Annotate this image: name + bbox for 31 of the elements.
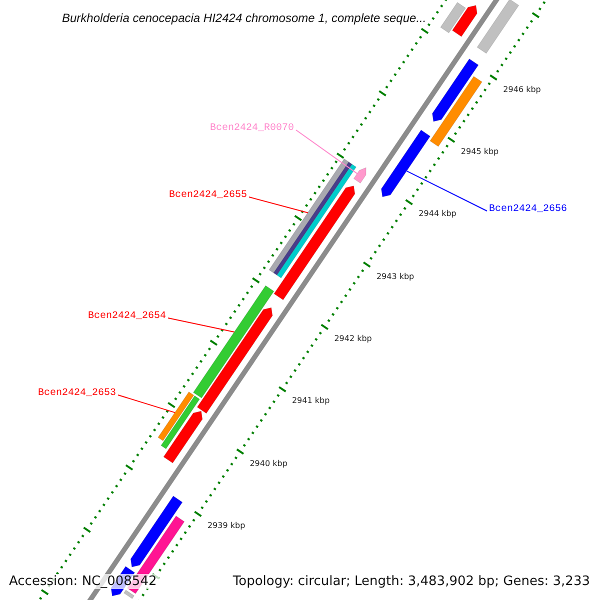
gene-bar [440,2,466,34]
gene-label: Bcen2424_2656 [489,204,568,216]
gene-bar [163,410,203,464]
tick-label: 2942 kbp [334,334,372,344]
tick-label: 2943 kbp [376,272,414,282]
tick-label: 2946 kbp [503,84,541,95]
accession-text: Accession: NC_008542 [7,574,159,589]
gene-bar [268,158,356,278]
gene-bar [196,307,273,414]
gene-bar [158,392,200,450]
gene-label: Bcen2424_R0070 [210,123,294,135]
gene-bar [430,76,482,147]
gene-label: Bcen2424_2655 [169,190,248,202]
tick-label: 2940 kbp [250,458,288,469]
gene-label: Bcen2424_2654 [88,311,166,323]
gene-label: Bcen2424_2653 [38,388,116,400]
tick-label: 2939 kbp [207,521,246,532]
gene-bar [193,285,274,398]
leader-line [296,130,358,174]
leader-line [406,170,488,212]
gene-bar [274,186,356,300]
topology-text: Topology: circular; Length: 3,483,902 bp; Genes: 3,233 [230,574,592,589]
tick-label: 2941 kbp [292,396,330,406]
gene-bar [381,130,430,198]
leader-line [168,318,235,332]
gene-bar [432,58,479,122]
map-title: Burkholderia cenocepacia HI2424 chromosome 1, complete seque... [62,11,426,25]
tick-label: 2945 kbp [460,146,499,157]
gene-bar [130,496,183,568]
tick-label: 2944 kbp [418,209,456,220]
gene-bar [476,0,520,54]
